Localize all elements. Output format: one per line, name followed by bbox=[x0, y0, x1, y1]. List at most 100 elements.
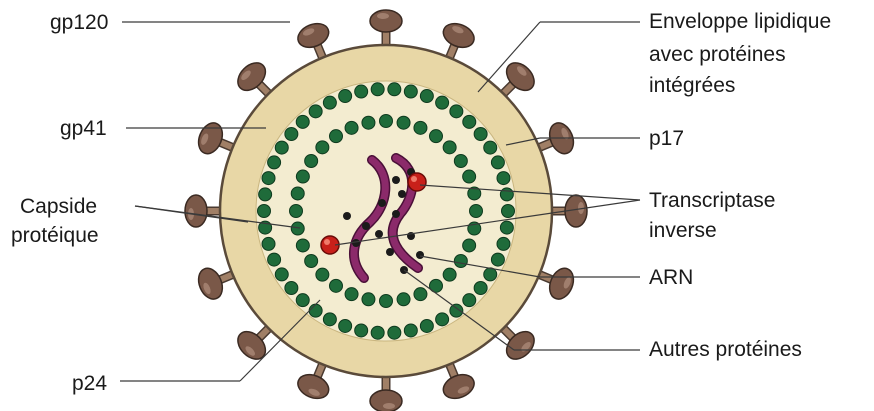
p17-matrix-protein bbox=[474, 281, 487, 294]
p24-capsid-protein bbox=[296, 170, 309, 183]
p24-capsid-protein bbox=[362, 293, 375, 306]
label-arn: ARN bbox=[649, 263, 693, 292]
other-protein-dot bbox=[378, 199, 386, 207]
p24-capsid-protein bbox=[290, 205, 303, 218]
p17-matrix-protein bbox=[463, 294, 476, 307]
p24-capsid-protein bbox=[316, 141, 329, 154]
label-capside-line1: Capside bbox=[20, 192, 97, 221]
p17-matrix-protein bbox=[259, 188, 272, 201]
p24-capsid-protein bbox=[454, 255, 467, 268]
p24-capsid-protein bbox=[470, 205, 483, 218]
other-protein-dot bbox=[392, 176, 400, 184]
gp120-head bbox=[545, 265, 578, 303]
p17-matrix-protein bbox=[474, 128, 487, 141]
p24-capsid-protein bbox=[329, 130, 342, 143]
reverse-transcriptase bbox=[408, 173, 426, 191]
p17-matrix-protein bbox=[450, 105, 463, 118]
p24-capsid-protein bbox=[305, 255, 318, 268]
label-p17: p17 bbox=[649, 124, 684, 153]
label-transcriptase-line2: inverse bbox=[649, 216, 717, 245]
p17-matrix-protein bbox=[296, 115, 309, 128]
p24-capsid-protein bbox=[296, 239, 309, 252]
p17-matrix-protein bbox=[258, 205, 271, 218]
p17-matrix-protein bbox=[275, 141, 288, 154]
p17-matrix-protein bbox=[500, 221, 513, 234]
p24-capsid-protein bbox=[345, 121, 358, 134]
label-p24: p24 bbox=[72, 369, 107, 398]
other-protein-dot bbox=[362, 222, 370, 230]
gp120-head bbox=[440, 370, 478, 403]
p17-matrix-protein bbox=[388, 326, 401, 339]
gp120-head bbox=[370, 10, 402, 32]
p17-matrix-protein bbox=[404, 324, 417, 337]
other-protein-dot bbox=[416, 251, 424, 259]
p17-matrix-protein bbox=[404, 85, 417, 98]
p17-matrix-protein bbox=[388, 83, 401, 96]
p24-capsid-protein bbox=[380, 295, 393, 308]
p17-matrix-protein bbox=[484, 268, 497, 281]
p17-matrix-protein bbox=[463, 115, 476, 128]
p17-matrix-protein bbox=[497, 237, 510, 250]
p17-matrix-protein bbox=[285, 128, 298, 141]
p17-matrix-protein bbox=[371, 83, 384, 96]
p24-capsid-protein bbox=[414, 288, 427, 301]
p24-capsid-protein bbox=[397, 293, 410, 306]
p17-matrix-protein bbox=[268, 156, 281, 169]
p24-capsid-protein bbox=[397, 116, 410, 129]
p17-matrix-protein bbox=[436, 313, 449, 326]
p17-matrix-protein bbox=[497, 172, 510, 185]
p24-capsid-protein bbox=[380, 115, 393, 128]
label-autres-proteines: Autres protéines bbox=[649, 335, 802, 364]
p17-matrix-protein bbox=[268, 253, 281, 266]
other-protein-dot bbox=[398, 190, 406, 198]
p17-matrix-protein bbox=[371, 326, 384, 339]
label-enveloppe-line2: avec protéines bbox=[649, 40, 786, 69]
other-protein-dot bbox=[343, 212, 351, 220]
p17-matrix-protein bbox=[339, 90, 352, 103]
p17-matrix-protein bbox=[355, 85, 368, 98]
p17-matrix-protein bbox=[491, 156, 504, 169]
gp120-head bbox=[440, 19, 478, 52]
gp120-head bbox=[194, 265, 227, 303]
p17-matrix-protein bbox=[420, 319, 433, 332]
p24-capsid-protein bbox=[329, 279, 342, 292]
p24-capsid-protein bbox=[463, 170, 476, 183]
p17-matrix-protein bbox=[262, 237, 275, 250]
label-gp120: gp120 bbox=[50, 8, 108, 37]
p24-capsid-protein bbox=[443, 268, 456, 281]
other-protein-dot bbox=[375, 230, 383, 238]
p17-matrix-protein bbox=[484, 141, 497, 154]
label-transcriptase-line1: Transcriptase bbox=[649, 186, 775, 215]
gp120-head bbox=[185, 195, 207, 227]
reverse-transcriptase-highlight bbox=[411, 176, 417, 182]
p17-matrix-protein bbox=[309, 304, 322, 317]
p17-matrix-protein bbox=[500, 188, 513, 201]
p24-capsid-protein bbox=[345, 288, 358, 301]
p17-matrix-protein bbox=[285, 281, 298, 294]
gp120-highlight bbox=[377, 13, 389, 19]
gp120-highlight bbox=[383, 403, 395, 409]
p24-capsid-protein bbox=[291, 187, 304, 200]
label-enveloppe-line1: Enveloppe lipidique bbox=[649, 7, 831, 36]
other-protein-dot bbox=[386, 248, 394, 256]
p24-capsid-protein bbox=[430, 130, 443, 143]
p24-capsid-protein bbox=[316, 268, 329, 281]
p24-capsid-protein bbox=[291, 222, 304, 235]
p24-capsid-protein bbox=[305, 154, 318, 167]
gp120-head bbox=[294, 370, 332, 403]
p17-matrix-protein bbox=[491, 253, 504, 266]
p17-matrix-protein bbox=[420, 90, 433, 103]
gp120-head bbox=[194, 119, 227, 157]
p17-matrix-protein bbox=[309, 105, 322, 118]
other-protein-dot bbox=[352, 239, 360, 247]
p24-capsid-protein bbox=[414, 121, 427, 134]
p17-matrix-protein bbox=[323, 96, 336, 109]
p17-matrix-protein bbox=[339, 319, 352, 332]
label-gp41: gp41 bbox=[60, 114, 107, 143]
p24-capsid-protein bbox=[362, 116, 375, 129]
p17-matrix-protein bbox=[355, 324, 368, 337]
p17-matrix-protein bbox=[262, 172, 275, 185]
other-protein-dot bbox=[392, 210, 400, 218]
p24-capsid-protein bbox=[443, 141, 456, 154]
